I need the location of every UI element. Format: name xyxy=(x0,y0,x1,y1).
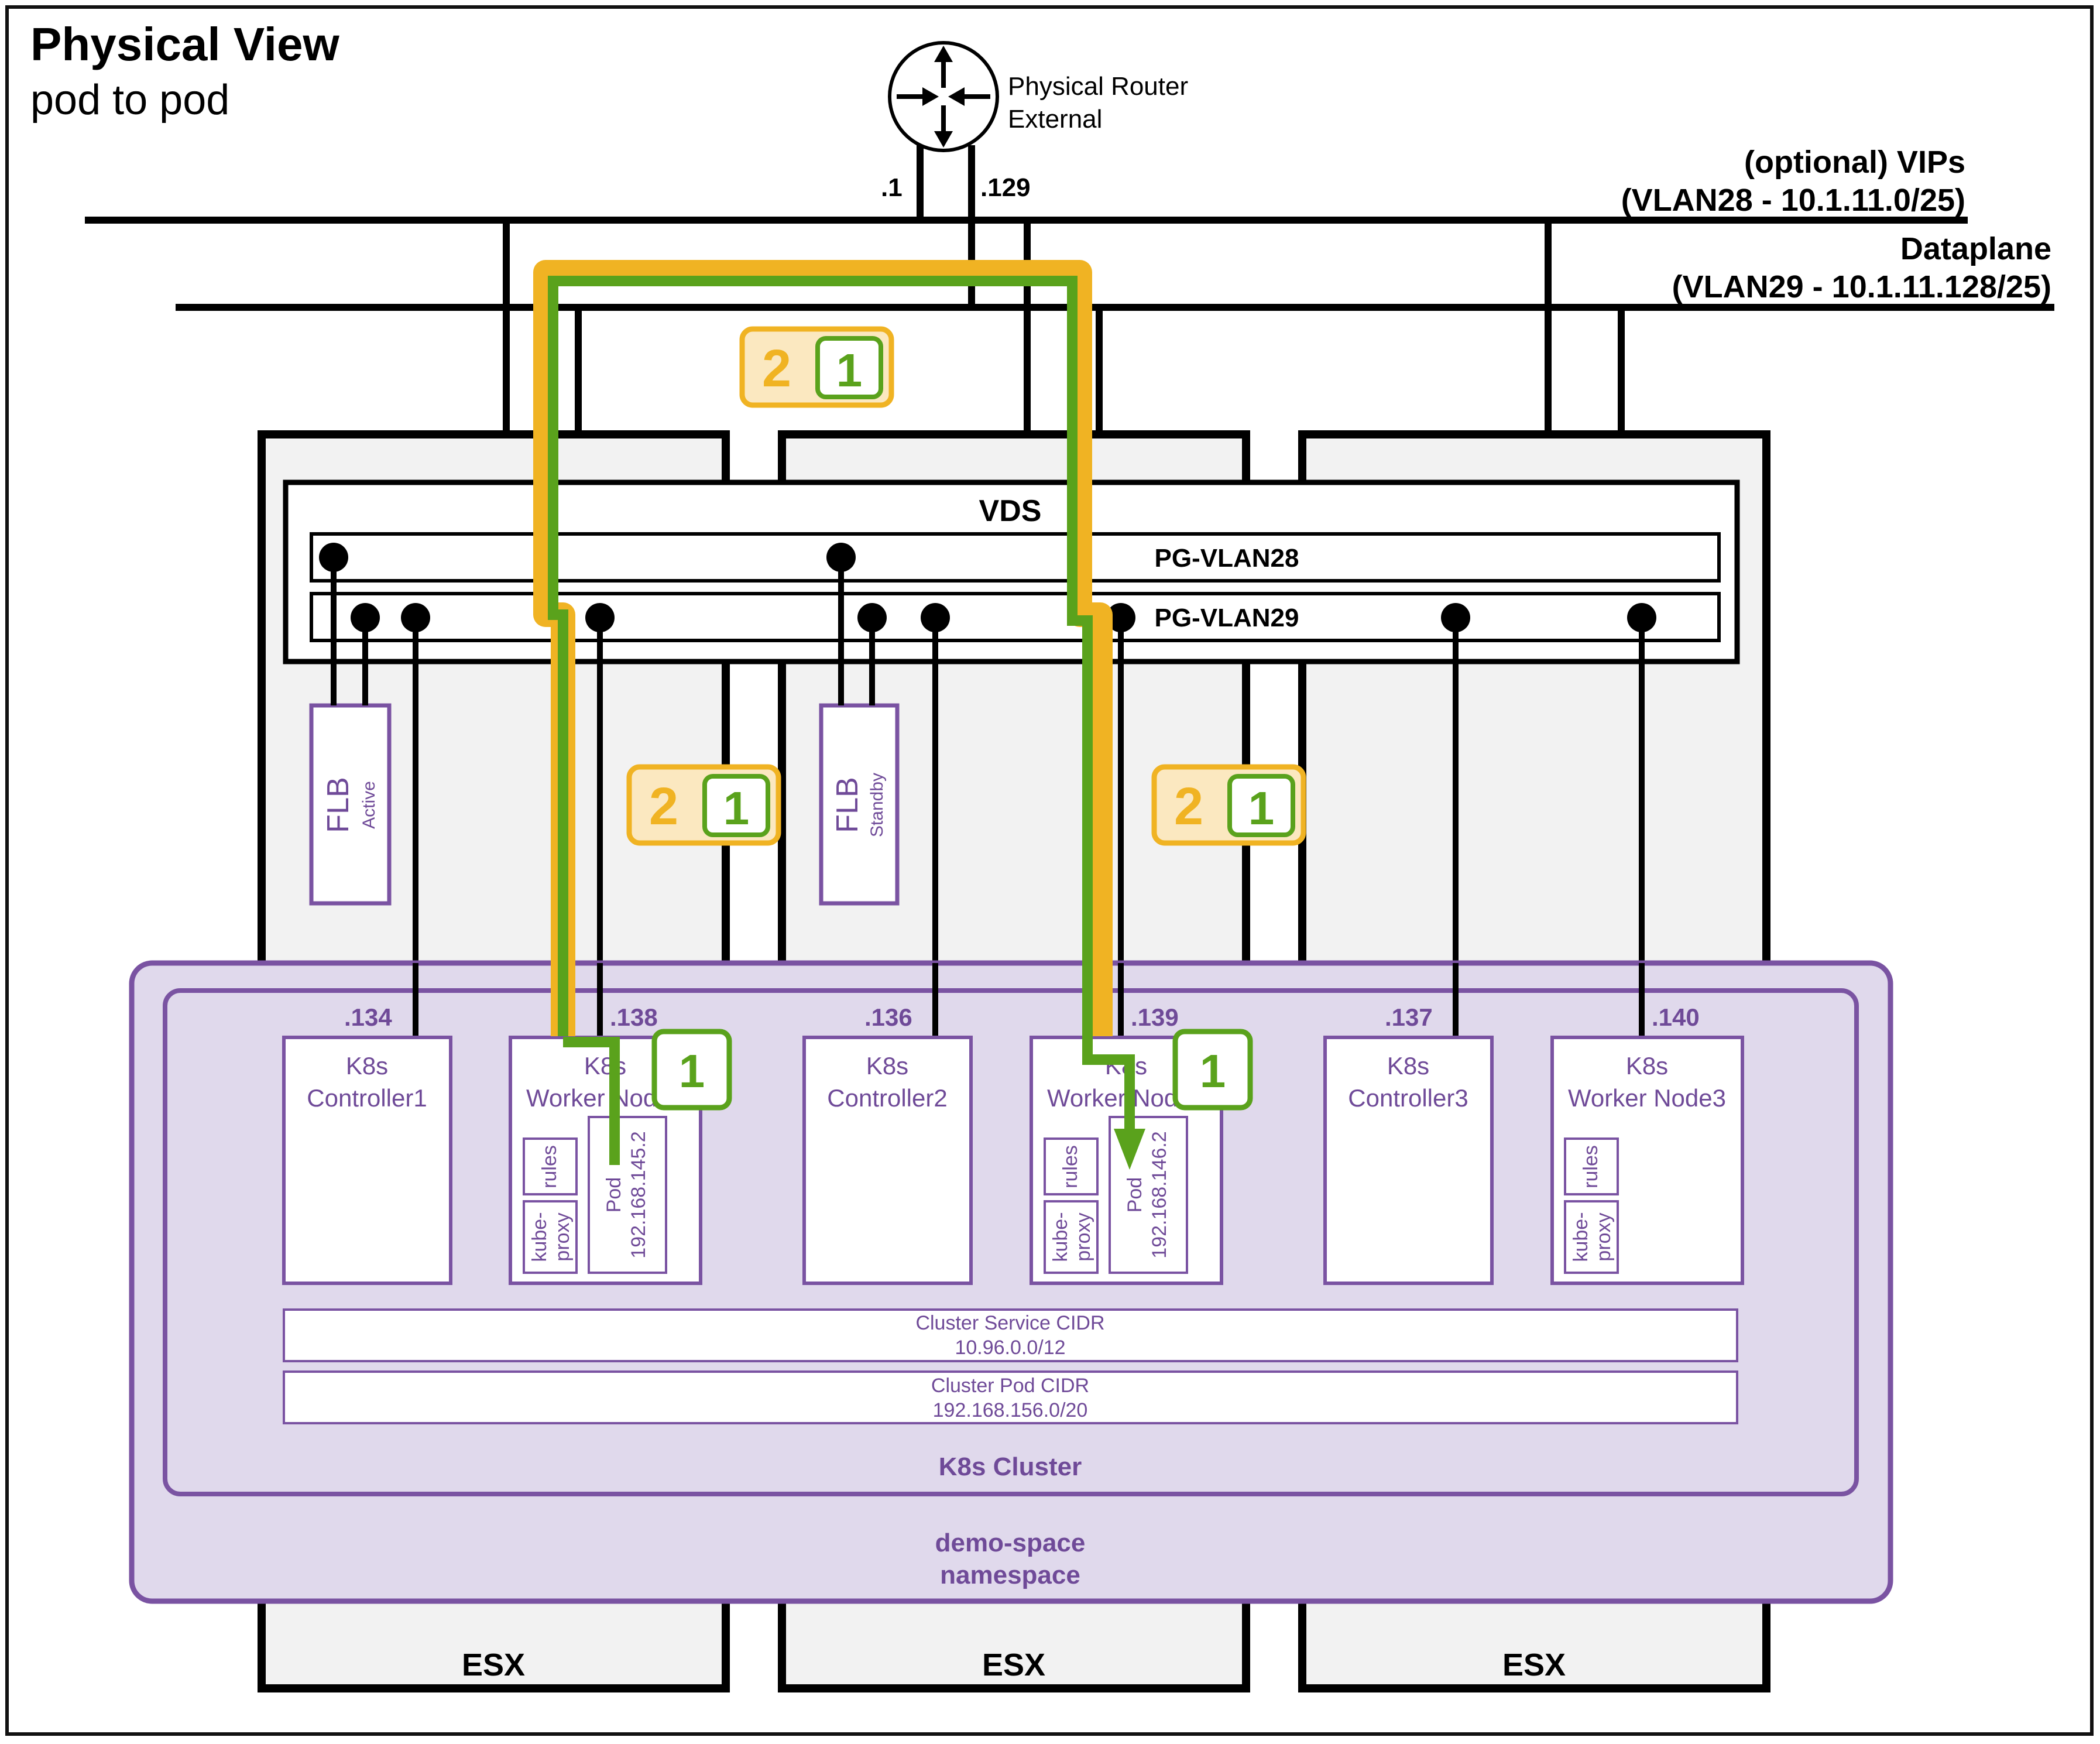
badge-step1-worker2: 1 xyxy=(1172,1029,1253,1111)
badge-step2-right: 2 1 xyxy=(1151,764,1306,846)
node-worker3-line1: K8s xyxy=(1626,1052,1668,1080)
worker1-rules-label: rules xyxy=(538,1145,561,1188)
node-controller2-line2: Controller2 xyxy=(827,1084,947,1112)
vips-subnet-label: (VLAN28 - 10.1.11.0/25) xyxy=(1621,183,1965,218)
badge-step2-top-label: 2 xyxy=(762,340,791,398)
worker1-pod-ip: 192.168.145.2 xyxy=(627,1131,650,1258)
worker3-rules-label: rules xyxy=(1580,1145,1602,1188)
node-controller1-line2: Controller1 xyxy=(307,1084,427,1112)
page-subtitle: pod to pod xyxy=(30,77,229,124)
node-controller2-line1: K8s xyxy=(866,1052,908,1080)
flb-active-role: Active xyxy=(359,781,379,829)
pg-vlan29-portgroup xyxy=(310,592,1721,642)
cluster-label: K8s Cluster xyxy=(939,1452,1082,1481)
worker3-rules-box xyxy=(1564,1137,1619,1195)
node-ip-worker1: .138 xyxy=(610,1003,658,1031)
page-title: Physical View xyxy=(30,18,340,70)
node-controller3-line1: K8s xyxy=(1387,1052,1429,1080)
worker3-kube-proxy-label1: kube- xyxy=(1570,1212,1592,1262)
namespace-label-line2: namespace xyxy=(940,1561,1080,1589)
badge-step1-right-label: 1 xyxy=(1248,782,1275,834)
traffic-path-step1 xyxy=(548,276,1135,1133)
pg-vlan28-portgroup xyxy=(310,532,1721,583)
node-ip-controller2: .136 xyxy=(864,1003,912,1031)
worker2-pod-ip: 192.168.146.2 xyxy=(1148,1131,1171,1258)
worker2-pod-label: Pod xyxy=(1124,1177,1146,1213)
worker1-kube-proxy-box xyxy=(523,1200,578,1274)
worker3-kube-proxy-box xyxy=(1564,1200,1619,1274)
node-worker3-line2: Worker Node3 xyxy=(1568,1084,1726,1112)
worker2-kube-proxy-label2: proxy xyxy=(1072,1212,1094,1261)
flb-standby-role: Standby xyxy=(867,773,887,837)
pg-vlan28-label: PG-VLAN28 xyxy=(1155,544,1299,573)
worker1-kube-proxy-label2: proxy xyxy=(551,1212,574,1261)
worker2-kube-proxy-box xyxy=(1044,1200,1099,1274)
node-controller1-line1: K8s xyxy=(346,1052,388,1080)
badge-step2-top: 2 1 xyxy=(739,326,894,408)
node-worker3: K8s Worker Node3 rules kube- proxy xyxy=(1550,1036,1744,1285)
flb-active-box xyxy=(309,703,392,906)
node-controller3-line2: Controller3 xyxy=(1348,1084,1468,1112)
node-controller3: K8s Controller3 xyxy=(1323,1036,1494,1285)
worker1-rules-box xyxy=(523,1137,578,1195)
node-ip-worker2: .139 xyxy=(1131,1003,1179,1031)
node-worker1-line1: K8s xyxy=(584,1052,626,1080)
esx-uplinks xyxy=(503,220,1625,434)
node-ip-controller1: .134 xyxy=(344,1003,392,1031)
pod-cidr-label: Cluster Pod CIDR xyxy=(931,1375,1089,1397)
service-cidr-box xyxy=(283,1308,1738,1362)
flb-active-name: FLB xyxy=(321,777,355,832)
pod-cidr-box xyxy=(283,1370,1738,1424)
badge-step1-left-label: 1 xyxy=(723,782,750,834)
esx-label-3: ESX xyxy=(1502,1647,1566,1683)
esx-label-2: ESX xyxy=(982,1647,1045,1683)
node-ip-worker3: .140 xyxy=(1652,1003,1700,1031)
node-connectors-inner xyxy=(413,963,1645,1037)
traffic-path-source-leg xyxy=(563,1037,620,1165)
badge-step2-left: 2 1 xyxy=(626,764,781,846)
router-ip-left: .1 xyxy=(881,173,903,202)
service-cidr-value: 10.96.0.0/12 xyxy=(955,1337,1065,1359)
badge-step1-worker2-label: 1 xyxy=(1200,1045,1226,1097)
namespace-label-line1: demo-space xyxy=(935,1529,1086,1557)
port-dots xyxy=(319,543,1656,632)
vds-label: VDS xyxy=(979,494,1042,528)
router-sublabel: External xyxy=(1008,105,1102,133)
pod-cidr-value: 192.168.156.0/20 xyxy=(933,1399,1088,1421)
node-controller2: K8s Controller2 xyxy=(802,1036,973,1285)
node-ip-controller3: .137 xyxy=(1385,1003,1433,1031)
flb-standby-box xyxy=(819,703,900,906)
router-icon xyxy=(888,41,999,152)
worker1-pod-label: Pod xyxy=(603,1177,625,1213)
service-cidr-label: Cluster Service CIDR xyxy=(915,1312,1104,1334)
badge-step1-top-label: 1 xyxy=(836,344,863,396)
dataplane-label: Dataplane xyxy=(1900,231,2051,266)
node-controller1: K8s Controller1 xyxy=(282,1036,452,1285)
worker2-rules-box xyxy=(1044,1137,1099,1195)
vips-label: (optional) VIPs xyxy=(1744,145,1965,180)
worker1-pod-box xyxy=(588,1116,667,1274)
worker3-kube-proxy-label2: proxy xyxy=(1593,1212,1615,1261)
badge-step1-worker1: 1 xyxy=(651,1029,732,1111)
dataplane-subnet-label: (VLAN29 - 10.1.11.128/25) xyxy=(1672,269,2051,304)
badge-step2-right-label: 2 xyxy=(1174,777,1203,836)
badge-step1-worker1-label: 1 xyxy=(679,1045,705,1097)
worker1-kube-proxy-label1: kube- xyxy=(529,1212,551,1262)
worker2-kube-proxy-label1: kube- xyxy=(1049,1212,1072,1262)
worker2-rules-label: rules xyxy=(1059,1145,1082,1188)
traffic-arrowhead xyxy=(1114,1129,1145,1170)
pg-vlan29-label: PG-VLAN29 xyxy=(1155,604,1299,632)
router-ip-right: .129 xyxy=(980,173,1031,202)
badge-step2-left-label: 2 xyxy=(649,777,678,836)
router-label: Physical Router xyxy=(1008,72,1188,101)
esx-label-1: ESX xyxy=(462,1647,525,1683)
flb-standby-name: FLB xyxy=(831,777,864,832)
